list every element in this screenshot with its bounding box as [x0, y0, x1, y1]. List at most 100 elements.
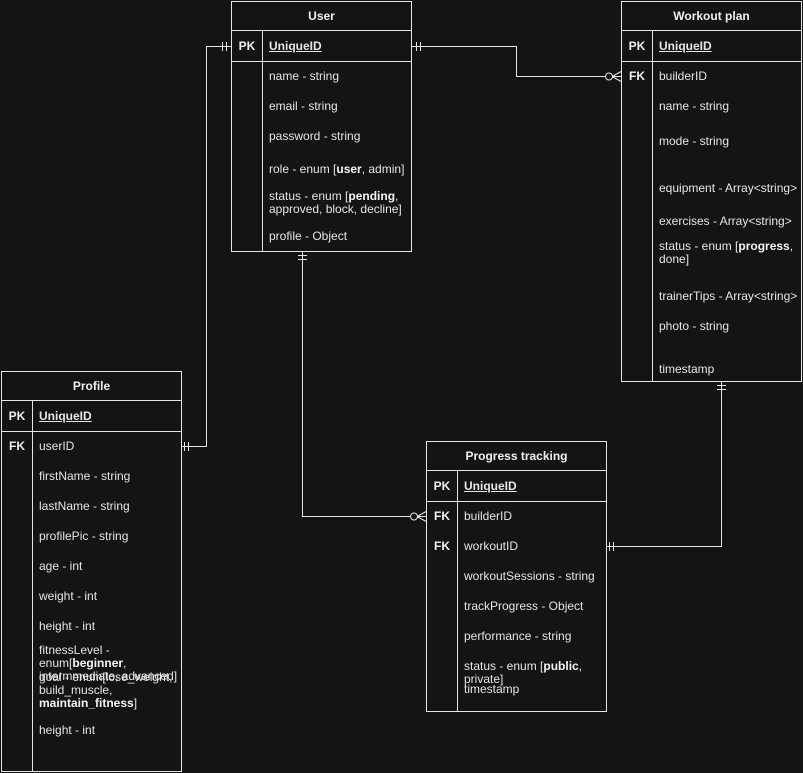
attribute-row: role - enum [user, admin]	[232, 151, 411, 186]
attribute-row: height - int	[2, 611, 181, 641]
attribute-row: performance - string	[427, 621, 606, 651]
fk-label: FK	[9, 439, 25, 453]
attribute-text: mode - string	[659, 134, 730, 148]
attribute-text: status - enum [pending, approved, block,…	[269, 189, 402, 216]
key-column-divider	[652, 31, 653, 381]
attribute-text: builderID	[659, 69, 708, 83]
key-column-divider	[457, 471, 458, 711]
attribute-text: height - int	[39, 619, 96, 633]
attribute-row: height - int	[2, 721, 181, 761]
relation-user-workoutplan	[411, 46, 622, 77]
entity-title: Workout plan	[622, 2, 801, 31]
pk-label: PK	[433, 479, 451, 493]
primary-key-row: PK UniqueID	[622, 31, 801, 61]
attribute-row: goal - enum[lose_weight, build_muscle, m…	[2, 671, 181, 721]
entity-profile[interactable]: Profile PK UniqueID FK userID firstName - st…	[1, 371, 182, 772]
pk-divider	[427, 501, 606, 502]
attribute-text: status - enum [progress, done]	[659, 239, 794, 266]
pk-field-name: UniqueID	[39, 409, 92, 423]
attribute-text: email - string	[269, 99, 338, 113]
attribute-row: FK builderID	[622, 61, 801, 91]
attribute-text: password - string	[269, 129, 361, 143]
attribute-text: name - string	[659, 99, 730, 113]
attribute-text: builderID	[464, 509, 513, 523]
attribute-text: height - int	[39, 723, 96, 737]
entity-workout-plan[interactable]: Workout plan PK UniqueID FK builderID name -…	[621, 1, 802, 382]
pk-field-name: UniqueID	[659, 39, 712, 53]
attribute-text: trainerTips - Array<string>	[659, 289, 798, 303]
primary-key-row: PK UniqueID	[232, 31, 411, 61]
attribute-row: trainerTips - Array<string>	[622, 281, 801, 311]
pk-label: PK	[628, 39, 646, 53]
attribute-row: status - enum [pending, approved, block,…	[232, 186, 411, 221]
attribute-row: profilePic - string	[2, 521, 181, 551]
relation-user-progress	[302, 252, 427, 517]
attribute-text: timestamp	[659, 362, 715, 376]
attribute-row: photo - string	[622, 311, 801, 351]
entity-user[interactable]: User PK UniqueID name - string email - stri…	[231, 1, 412, 252]
attribute-row: profile - Object	[232, 221, 411, 251]
attribute-text: weight - int	[39, 589, 98, 603]
attribute-row: trackProgress - Object	[427, 591, 606, 621]
attribute-text: userID	[39, 439, 75, 453]
primary-key-row: PK UniqueID	[427, 471, 606, 501]
pk-label: PK	[238, 39, 256, 53]
attribute-text: photo - string	[659, 319, 730, 333]
attribute-row: timestamp	[427, 681, 606, 711]
entity-title: Profile	[2, 372, 181, 401]
attribute-text: profile - Object	[269, 229, 348, 243]
attribute-text: role - enum [user, admin]	[269, 162, 405, 176]
attribute-row: lastName - string	[2, 491, 181, 521]
relation-user-profile	[182, 46, 232, 447]
attribute-row: name - string	[622, 91, 801, 121]
pk-label: PK	[8, 409, 26, 423]
entity-body: PK UniqueID FK builderID name - string mode -…	[622, 31, 801, 381]
attribute-row: FK userID	[2, 431, 181, 461]
attribute-row: status - enum [progress, done]	[622, 236, 801, 281]
pk-field-name: UniqueID	[269, 39, 322, 53]
key-column-divider	[262, 31, 263, 251]
attribute-row: name - string	[232, 61, 411, 91]
attribute-row: firstName - string	[2, 461, 181, 491]
attribute-text: timestamp	[464, 682, 520, 696]
attribute-row: workoutSessions - string	[427, 561, 606, 591]
attribute-row: password - string	[232, 121, 411, 151]
entity-body: PK UniqueID FK userID firstName - string last…	[2, 401, 181, 771]
entity-body: PK UniqueID FK builderID FK workoutID workoutS…	[427, 471, 606, 711]
attribute-text: workoutSessions - string	[464, 569, 595, 583]
attribute-row: status - enum [public, private]	[427, 651, 606, 686]
attribute-text: lastName - string	[39, 499, 130, 513]
primary-key-row: PK UniqueID	[2, 401, 181, 431]
pk-divider	[622, 61, 801, 62]
entity-title: User	[232, 2, 411, 31]
attribute-text: exercises - Array<string>	[659, 214, 792, 228]
pk-divider	[2, 431, 181, 432]
fk-label: FK	[434, 509, 450, 523]
attribute-text: fitnessLevel - enum[beginner, intermmedi…	[39, 643, 178, 683]
relation-workoutplan-progress	[607, 382, 722, 547]
attribute-row: exercises - Array<string>	[622, 206, 801, 236]
attribute-row: weight - int	[2, 581, 181, 611]
attribute-row: FK builderID	[427, 501, 606, 531]
attribute-text: status - enum [public, private]	[464, 659, 583, 686]
fk-label: FK	[434, 539, 450, 553]
entity-title: Progress tracking	[427, 442, 606, 471]
attribute-row: fitnessLevel - enum[beginner, intermmedi…	[2, 641, 181, 683]
attribute-text: trackProgress - Object	[464, 599, 584, 613]
entity-body: PK UniqueID name - string email - string pas…	[232, 31, 411, 251]
attribute-text: goal - enum[lose_weight, build_muscle, m…	[39, 670, 173, 710]
attribute-row: equipment - Array<string>	[622, 166, 801, 206]
pk-field-name: UniqueID	[464, 479, 517, 493]
attribute-row: FK workoutID	[427, 531, 606, 561]
attribute-text: workoutID	[464, 539, 519, 553]
fk-label: FK	[629, 69, 645, 83]
attribute-row: email - string	[232, 91, 411, 121]
pk-divider	[232, 61, 411, 62]
attribute-text: firstName - string	[39, 469, 131, 483]
attribute-text: performance - string	[464, 629, 572, 643]
attribute-row: mode - string	[622, 121, 801, 166]
attribute-text: equipment - Array<string>	[659, 181, 798, 195]
attribute-text: age - int	[39, 559, 83, 573]
